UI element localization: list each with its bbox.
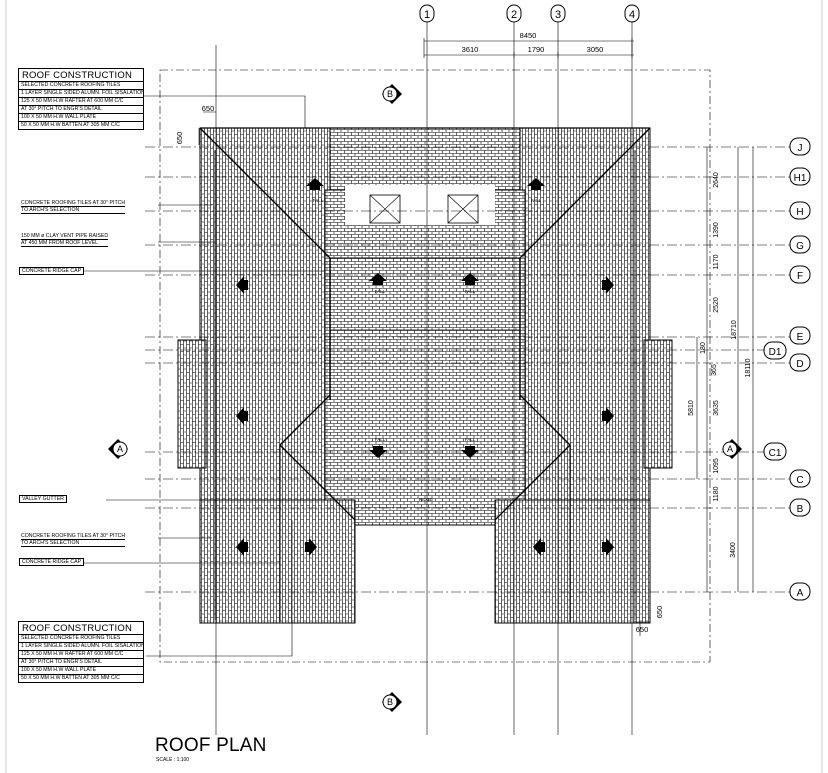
drawing-scale: SCALE : 1:100 xyxy=(156,757,190,763)
fall-arrows xyxy=(236,178,614,556)
svg-text:A: A xyxy=(117,444,123,454)
svg-text:F: F xyxy=(797,271,803,282)
svg-text:1170: 1170 xyxy=(713,254,720,269)
grid-bubble-row-B: B xyxy=(789,498,811,517)
grid-bubble-col-3: 3 xyxy=(550,4,566,23)
grid-bubble-row-C: C xyxy=(789,469,811,488)
svg-text:FALL: FALL xyxy=(375,289,386,294)
svg-text:E: E xyxy=(797,332,804,343)
grid-bubble-row-G: G xyxy=(789,235,811,254)
grid-bubble-col-2: 2 xyxy=(506,4,522,23)
svg-text:3400: 3400 xyxy=(730,542,737,558)
grid-bubble-row-E: E xyxy=(789,326,811,345)
note-heading: ROOF CONSTRUCTION xyxy=(22,70,133,81)
dimension-texts-vertical: 2640 1390 1170 2520 180 365 3635 1095 11… xyxy=(688,172,752,558)
section-marker-A-right: A xyxy=(722,439,742,459)
note-ridge-cap-2: CONCRETE RIDGE CAP xyxy=(19,558,85,566)
svg-text:RIDGE: RIDGE xyxy=(419,497,433,502)
svg-text:B: B xyxy=(797,504,804,515)
note-ridge-cap-1: CONCRETE RIDGE CAP xyxy=(19,267,85,275)
svg-text:A: A xyxy=(797,588,804,599)
section-marker-B-top: B xyxy=(382,84,402,104)
grid-bubble-col-1: 1 xyxy=(419,4,435,23)
note-roof-tiles-1: CONCRETE ROOFING TILES AT 30° PITCH TO A… xyxy=(19,200,128,214)
svg-text:1390: 1390 xyxy=(713,222,720,238)
svg-text:2: 2 xyxy=(511,9,517,21)
svg-text:2520: 2520 xyxy=(713,297,720,313)
svg-text:FALL: FALL xyxy=(465,437,476,442)
svg-text:B: B xyxy=(387,697,393,707)
leader-lines xyxy=(84,95,325,657)
svg-text:G: G xyxy=(796,241,804,252)
svg-text:2640: 2640 xyxy=(713,172,720,188)
grid-bubble-row-J: J xyxy=(789,137,811,156)
note-vent-pipe: 150 MM ø CLAY VENT PIPE RAISED AT 450 MM… xyxy=(19,233,111,247)
svg-text:FALL: FALL xyxy=(465,289,476,294)
dimension-texts: 8450 3610 1790 3050 650 650 650 650 xyxy=(175,31,664,634)
svg-text:5810: 5810 xyxy=(688,400,695,416)
note-roof-tiles-2: CONCRETE ROOFING TILES AT 30° PITCH TO A… xyxy=(19,533,128,547)
grid-bubble-row-D1: D1 xyxy=(763,341,787,360)
grid-lines-vertical xyxy=(215,22,633,735)
dim-overhang-bottom: 650 xyxy=(636,625,649,634)
grid-bubble-row-H1: H1 xyxy=(789,167,811,186)
grid-bubble-row-A: A xyxy=(789,582,811,601)
svg-text:A: A xyxy=(727,444,733,454)
grid-bubble-col-4: 4 xyxy=(624,4,640,23)
svg-text:4: 4 xyxy=(629,9,635,21)
svg-text:3: 3 xyxy=(555,9,561,21)
dim-overhang-top: 650 xyxy=(202,104,215,113)
svg-text:B: B xyxy=(387,89,393,99)
dim-overhang-left: 650 xyxy=(175,132,184,145)
section-markers: B B A A xyxy=(108,84,742,712)
svg-text:FALL: FALL xyxy=(313,198,324,203)
grid-bubble-row-D: D xyxy=(789,353,811,372)
roof-construction-note-bottom: ROOF CONSTRUCTION SELECTED CONCRETE ROOF… xyxy=(18,621,144,683)
note-heading: ROOF CONSTRUCTION xyxy=(22,623,133,634)
svg-text:1: 1 xyxy=(424,9,430,21)
grid-bubble-row-H: H xyxy=(789,201,811,220)
grid-bubbles-rows: J H1 H G F E D1 D C1 C B A xyxy=(763,137,811,601)
dimension-lines xyxy=(198,38,754,636)
roof-construction-note-top: ROOF CONSTRUCTION SELECTED CONCRETE ROOF… xyxy=(18,68,144,130)
svg-text:FALL: FALL xyxy=(531,198,542,203)
fall-labels: FALL FALL FALL FALL FALL FALL RIDGE xyxy=(313,198,542,502)
site-boundary xyxy=(159,69,711,663)
section-marker-B-bottom: B xyxy=(382,692,402,712)
svg-text:18110: 18110 xyxy=(745,358,752,377)
svg-text:H: H xyxy=(796,207,803,218)
dim-seg-3: 3050 xyxy=(587,45,604,54)
dim-seg-2: 1790 xyxy=(528,45,545,54)
hip-lines xyxy=(199,127,651,622)
svg-text:FALL: FALL xyxy=(375,437,386,442)
grid-lines-horizontal xyxy=(145,146,790,593)
svg-text:H1: H1 xyxy=(794,173,807,184)
grid-bubble-row-C1: C1 xyxy=(763,442,787,461)
drawing-title: ROOF PLAN xyxy=(155,735,267,756)
svg-text:365: 365 xyxy=(711,364,718,376)
svg-text:180: 180 xyxy=(700,342,707,354)
dim-seg-1: 3610 xyxy=(462,45,479,54)
svg-text:D1: D1 xyxy=(769,347,782,358)
section-marker-A-left: A xyxy=(108,439,128,459)
svg-text:18710: 18710 xyxy=(731,320,738,340)
svg-text:J: J xyxy=(798,143,803,154)
dim-overall-top: 8450 xyxy=(520,31,537,40)
roof-body xyxy=(177,127,673,624)
note-valley-gutter: VALLEY GUTTER xyxy=(19,495,67,503)
svg-text:D: D xyxy=(796,359,803,370)
dim-overhang-right: 650 xyxy=(655,606,664,619)
svg-text:C: C xyxy=(796,475,803,486)
svg-text:3635: 3635 xyxy=(713,400,720,416)
grid-bubbles-columns: 1 2 3 4 xyxy=(419,4,640,23)
grid-bubble-row-F: F xyxy=(789,265,811,284)
svg-text:1095: 1095 xyxy=(713,458,720,474)
svg-text:1180: 1180 xyxy=(713,486,720,501)
svg-text:C1: C1 xyxy=(769,448,782,459)
